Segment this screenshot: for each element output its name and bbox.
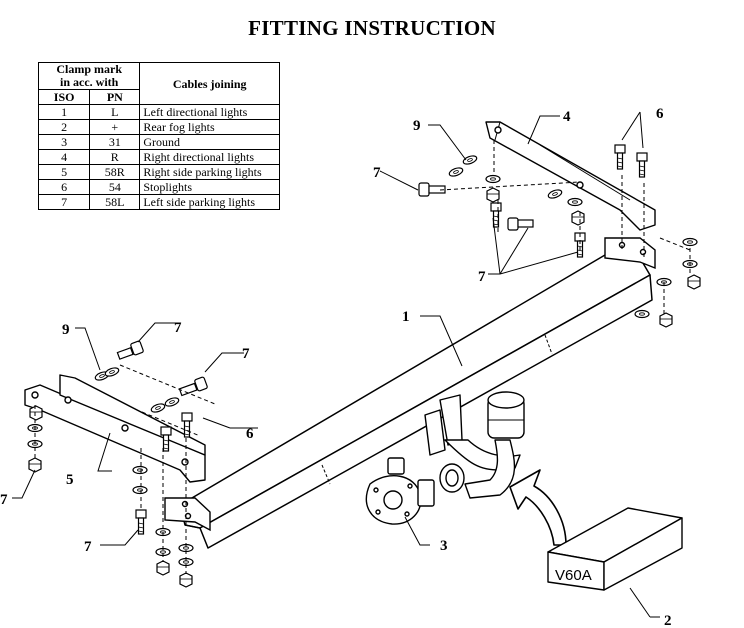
callout-9-right: 9 (413, 118, 421, 134)
callout-5: 5 (66, 472, 74, 488)
pn-cell: 58L (89, 194, 141, 210)
crossbar (179, 254, 653, 549)
leader-lines (12, 111, 660, 618)
left-fasteners (27, 340, 216, 588)
cables-table: Clamp mark in acc. with Cables joining I… (37, 62, 280, 210)
desc-cell: Left side parking lights (139, 194, 280, 210)
right-side-bracket (485, 121, 656, 231)
cables-joining-header: Cables joining (139, 62, 280, 105)
callout-7-far-left: 7 (0, 492, 8, 508)
pn-header: PN (89, 89, 141, 105)
callout-6-left: 6 (246, 426, 254, 442)
callout-7-left-mid: 7 (242, 346, 250, 362)
iso-cell: 4 (37, 149, 91, 165)
callout-7-right-bolt: 7 (373, 165, 381, 181)
page-title: FITTING INSTRUCTION (248, 16, 496, 40)
callout-7-left-top: 7 (174, 320, 182, 336)
right-fasteners (418, 140, 701, 328)
table-row: 2+Rear fog lights (37, 119, 280, 135)
callout-3: 3 (440, 538, 448, 554)
callout-7-right-group: 7 (478, 269, 486, 285)
callout-6-right: 6 (656, 106, 664, 122)
callout-7-left-bottom: 7 (84, 539, 92, 555)
callout-9-left: 9 (62, 322, 70, 338)
iso-cell: 7 (37, 194, 91, 210)
socket-plate (365, 457, 435, 525)
tow-ball-assembly (424, 391, 525, 499)
desc-cell: Left directional lights (139, 104, 280, 120)
desc-cell: Rear fog lights (139, 119, 280, 135)
package-box (547, 507, 683, 591)
desc-cell: Right side parking lights (139, 164, 280, 180)
callout-2: 2 (664, 613, 672, 628)
clamp-mark-header: Clamp mark in acc. with (37, 62, 141, 90)
left-side-bracket (24, 374, 206, 483)
curved-arrow (509, 469, 567, 546)
pn-cell: 58R (89, 164, 141, 180)
package-label: V60A (555, 567, 592, 584)
callout-1: 1 (402, 309, 410, 325)
callout-4: 4 (563, 109, 571, 125)
